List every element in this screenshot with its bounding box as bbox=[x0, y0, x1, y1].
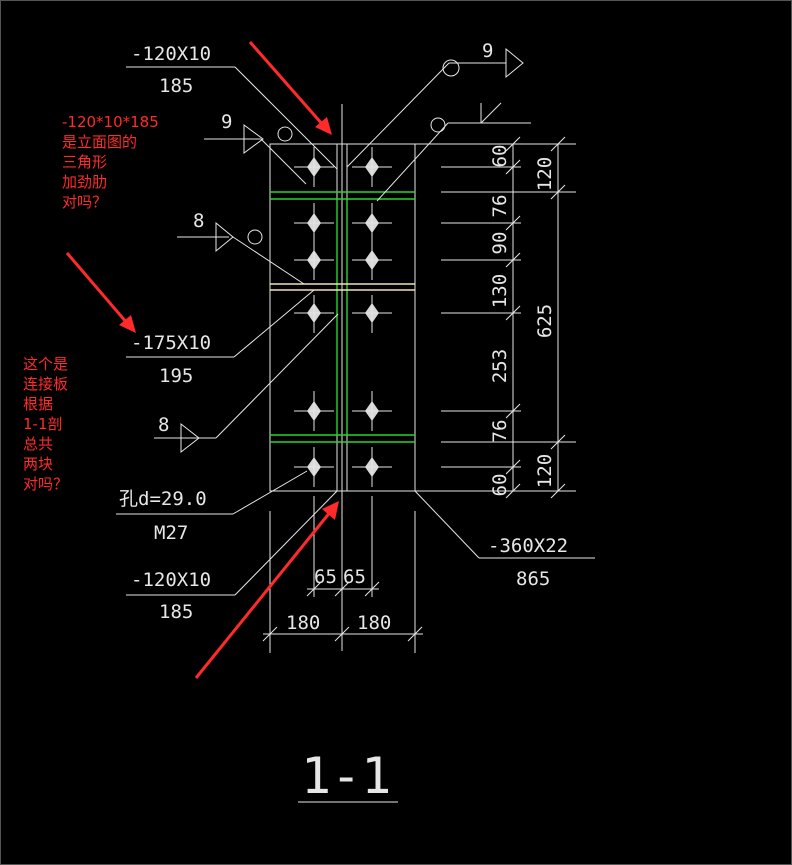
hole-spec: 孔d=29.0 bbox=[119, 488, 207, 510]
weld-size-9-right: 9 bbox=[482, 40, 493, 62]
bolt-group bbox=[307, 157, 379, 477]
svg-text:加劲肋: 加劲肋 bbox=[62, 173, 107, 191]
svg-text:这个是: 这个是 bbox=[23, 355, 68, 373]
bolt-spec: M27 bbox=[154, 522, 188, 544]
weld-size-8-lower: 8 bbox=[158, 414, 169, 436]
section-title: 1-1 bbox=[301, 747, 391, 805]
svg-text:总共: 总共 bbox=[23, 435, 53, 453]
dim-right-inner-4: 253 bbox=[489, 349, 511, 383]
dim-bottom-outer-0: 180 bbox=[286, 612, 320, 634]
red-arrow-mid-icon bbox=[65, 252, 136, 333]
red-arrow-top-icon bbox=[248, 41, 332, 135]
stiffener-question-note: -120*10*185 是立面图的 三角形 加劲肋 对吗？ bbox=[62, 113, 159, 211]
svg-text:对吗？: 对吗？ bbox=[62, 193, 107, 211]
svg-text:连接板: 连接板 bbox=[23, 375, 68, 393]
dim-right-outer-1: 625 bbox=[534, 304, 556, 338]
svg-text:根据: 根据 bbox=[23, 395, 53, 413]
dim-bottom-outer-1: 180 bbox=[357, 612, 391, 634]
mid-plate-length: 195 bbox=[159, 365, 193, 387]
top-plate-length: 185 bbox=[159, 75, 193, 97]
dim-right-outer-2: 120 bbox=[534, 454, 556, 488]
top-plate-spec: -120X10 bbox=[131, 43, 211, 65]
weld-size-8-upper: 8 bbox=[193, 210, 204, 232]
dim-right-outer-0: 120 bbox=[534, 157, 556, 191]
svg-text:1-1剖: 1-1剖 bbox=[23, 415, 63, 433]
dim-right-inner-3: 130 bbox=[489, 274, 511, 308]
svg-text:是立面图的: 是立面图的 bbox=[62, 133, 137, 151]
svg-text:对吗？: 对吗？ bbox=[23, 475, 68, 493]
dim-right-inner-6: 60 bbox=[489, 474, 511, 497]
mid-plate-spec: -175X10 bbox=[131, 332, 211, 354]
dim-right-inner-5: 76 bbox=[489, 420, 511, 443]
main-plate-length: 865 bbox=[516, 568, 550, 590]
main-plate-spec: -360X22 bbox=[488, 535, 568, 557]
svg-text:-120*10*185: -120*10*185 bbox=[62, 113, 159, 131]
bottom-plate-length: 185 bbox=[159, 601, 193, 623]
red-arrow-bottom-icon bbox=[194, 501, 339, 679]
bottom-plate-spec: -120X10 bbox=[131, 569, 211, 591]
svg-text:两块: 两块 bbox=[23, 455, 53, 473]
dim-right-inner-0: 60 bbox=[489, 145, 511, 168]
dim-right-inner-2: 90 bbox=[489, 232, 511, 255]
plate-question-note: 这个是 连接板 根据 1-1剖 总共 两块 对吗？ bbox=[23, 355, 68, 493]
dim-bottom-inner-0: 65 bbox=[314, 566, 337, 588]
dim-bottom-inner-1: 65 bbox=[343, 566, 366, 588]
weld-size-9-left: 9 bbox=[221, 111, 232, 133]
svg-text:三角形: 三角形 bbox=[62, 153, 107, 171]
dim-right-inner-1: 76 bbox=[489, 195, 511, 218]
